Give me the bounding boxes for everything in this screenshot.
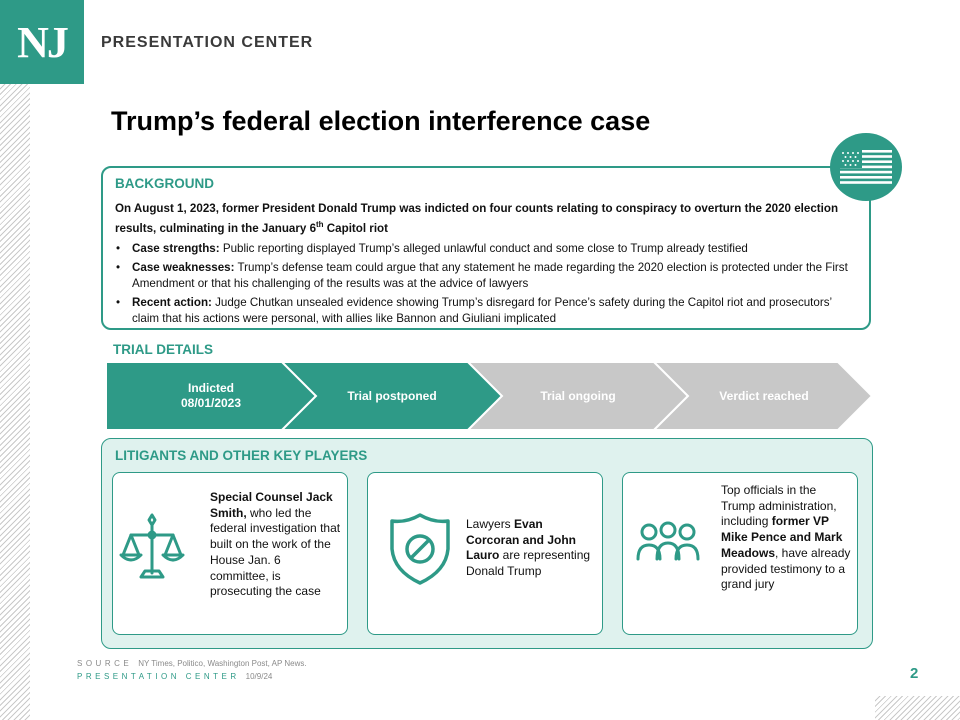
nj-logo: NJ — [0, 0, 84, 84]
trump-lawyers-description: Lawyers Evan Corcoran and John Lauro are… — [466, 517, 598, 580]
player-text: are representing Donald Trump — [466, 548, 591, 579]
center-label: PRESENTATION CENTER — [77, 672, 240, 681]
chevron-step-trial-ongoing — [466, 362, 690, 430]
page-title: Trump’s federal election interference ca… — [111, 106, 651, 136]
footer-center: PRESENTATION CENTER 10/9/24 — [77, 672, 272, 681]
bullet-text: Public reporting displayed Trump’s alleg… — [219, 241, 748, 255]
bullet-text: Trump’s defense team could argue that an… — [132, 261, 848, 290]
step-label-trial-ongoing: Trial ongoing — [540, 388, 616, 403]
background-bullets: Case strengths: Public reporting display… — [115, 241, 861, 327]
key-players-heading: LITIGANTS AND OTHER KEY PLAYERS — [115, 448, 368, 463]
player-card-administration-officials: Top officials in the Trump administratio… — [622, 472, 858, 635]
bullet-label: Recent action: — [132, 296, 212, 310]
player-card-trump-lawyers: Lawyers Evan Corcoran and John Lauro are… — [367, 472, 603, 635]
player-name: Special Counsel Jack Smith, — [210, 490, 333, 520]
flag-badge — [830, 133, 902, 201]
chevron-step-trial-postponed — [280, 362, 504, 430]
footer-source: SOURCE NY Times, Politico, Washington Pos… — [77, 659, 307, 668]
bullet-case-strengths: Case strengths: Public reporting display… — [115, 241, 861, 257]
player-text: Lawyers — [466, 517, 515, 531]
jack-smith-description: Special Counsel Jack Smith, who led the … — [210, 490, 342, 600]
player-name: former VP Mike Pence and Mark Meadows — [721, 514, 843, 560]
bullet-text: Judge Chutkan unsealed evidence showing … — [132, 296, 832, 325]
step-title: Indicted — [187, 381, 234, 395]
step-label-verdict-reached: Verdict reached — [719, 388, 809, 403]
player-name: Evan Corcoran and John Lauro — [466, 517, 577, 563]
chevron-step-verdict-reached — [652, 362, 872, 430]
corner-hatch-decoration — [875, 696, 960, 720]
shield-ban-icon — [390, 513, 450, 585]
intro-text: On August 1, 2023, former President Dona… — [115, 202, 839, 235]
us-flag-icon — [840, 150, 892, 184]
bullet-recent-action: Recent action: Judge Chutkan unsealed ev… — [115, 295, 861, 326]
bullet-label: Case strengths: — [132, 241, 220, 255]
source-text: NY Times, Politico, Washington Post, AP … — [138, 659, 307, 668]
intro-text-end: Capitol riot — [323, 221, 388, 235]
footer-date: 10/9/24 — [245, 672, 273, 681]
left-hatch-decoration — [0, 84, 30, 720]
officials-description: Top officials in the Trump administratio… — [721, 483, 853, 593]
background-panel — [101, 166, 871, 330]
trial-details-heading: TRIAL DETAILS — [113, 342, 213, 357]
step-date: 08/01/2023 — [180, 396, 242, 410]
background-body: On August 1, 2023, former President Dona… — [115, 201, 861, 330]
background-heading: BACKGROUND — [115, 176, 214, 191]
timeline-chevrons — [106, 362, 872, 430]
player-text: who led the federal investigation that b… — [210, 505, 341, 599]
source-label: SOURCE — [77, 659, 133, 668]
step-label-trial-postponed: Trial postponed — [347, 388, 437, 403]
player-text: , have already provided testimony to a g… — [721, 545, 851, 592]
page-number: 2 — [910, 665, 919, 682]
intro-superscript: th — [316, 219, 324, 229]
background-intro: On August 1, 2023, former President Dona… — [115, 201, 861, 236]
people-icon — [636, 521, 700, 561]
brand-title: PRESENTATION CENTER — [101, 34, 314, 51]
bullet-label: Case weaknesses: — [132, 261, 235, 275]
scales-icon — [119, 513, 185, 579]
player-text: Top officials in the Trump administratio… — [721, 483, 837, 529]
player-card-jack-smith: Special Counsel Jack Smith, who led the … — [112, 472, 348, 635]
bullet-case-weaknesses: Case weaknesses: Trump’s defense team co… — [115, 260, 861, 291]
